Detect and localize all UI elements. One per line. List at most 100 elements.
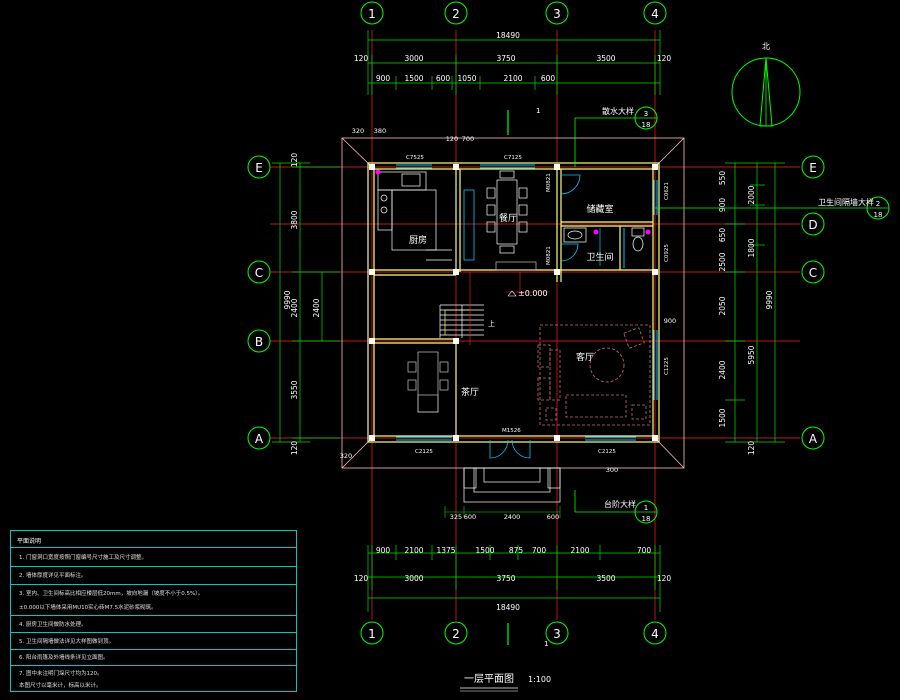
notes-rule xyxy=(11,566,296,567)
dim-bottom-detail-4: 1500 xyxy=(475,546,494,555)
callout-bathroom-wall: 卫生间隔墙大样 2 18 xyxy=(655,196,890,220)
leader-lines xyxy=(469,272,550,345)
opening-c7125: C7125 xyxy=(504,155,522,161)
dim-left-seg-3: 3550 xyxy=(290,380,299,399)
dim-right-outer-650: 650 xyxy=(718,228,727,243)
section-mark-top-label: 1 xyxy=(536,107,540,115)
dimension-lines xyxy=(272,30,785,612)
north-arrow: 北 xyxy=(731,42,801,127)
dim-top-detail-1: 900 xyxy=(376,74,391,83)
level-mark-text: ±0.000 xyxy=(518,289,548,298)
axis-label-row-C: C xyxy=(255,266,263,280)
axis-label-col-2: 2 xyxy=(452,7,460,21)
misc-dim-10: 600 xyxy=(547,513,559,521)
site-boundary xyxy=(341,137,685,469)
callout-bathroom-wall-num: 2 xyxy=(876,200,880,208)
dim-right-total: 9990 xyxy=(765,290,774,309)
section-mark-bottom: 1 xyxy=(507,623,548,648)
notes-item-3: 3. 室内、卫生间标高比相应楼层低20mm，坡向地漏（坡度不小于0.5%）。 xyxy=(19,591,204,597)
dim-top-detail-6: 600 xyxy=(541,74,556,83)
walls xyxy=(367,162,660,443)
callout-steps: 台阶大样 1 18 xyxy=(574,490,658,524)
bathroom-drain-icon-2 xyxy=(645,229,651,235)
misc-dim-6: 300 xyxy=(606,466,618,474)
axis-label-col-2-bottom: 2 xyxy=(452,627,460,641)
axis-label-col-4: 4 xyxy=(651,7,659,21)
dim-left-inner: 2400 xyxy=(312,298,321,317)
bathroom-drain-icon-1 xyxy=(593,229,599,235)
notes-item-3b: ±0.000以下墙体采用MU10实心砖M7.5水泥砂浆砌筑。 xyxy=(19,605,157,611)
callout-bathroom-wall-sheet: 18 xyxy=(874,211,883,219)
dim-bottom-seg-1: 3000 xyxy=(404,574,423,583)
axis-label-col-3: 3 xyxy=(553,7,561,21)
dim-right-seg-3: 2050 xyxy=(718,296,727,315)
kitchen-drain-icon xyxy=(375,169,381,175)
axis-label-col-1-bottom: 1 xyxy=(368,627,376,641)
opening-c0621: C0621 xyxy=(664,182,670,200)
entrance-steps xyxy=(463,467,561,503)
callout-waterproof-sheet: 18 xyxy=(642,121,651,129)
dim-bottom-detail-1: 900 xyxy=(376,546,391,555)
opening-c0925: C0925 xyxy=(664,244,670,262)
room-dining: 餐厅 xyxy=(499,212,517,224)
opening-c2125-left: C2125 xyxy=(415,449,433,455)
misc-dim-2: 380 xyxy=(374,127,386,135)
callout-steps-sheet: 18 xyxy=(642,515,651,523)
axis-label-col-4-bottom: 4 xyxy=(651,627,659,641)
dim-right-outer-550: 550 xyxy=(718,171,727,186)
notes-rule xyxy=(11,615,296,616)
bathroom-fixtures xyxy=(563,227,645,266)
dim-right-seg-5: 1500 xyxy=(718,408,727,427)
dim-bottom-detail-2: 2100 xyxy=(404,546,423,555)
notes-item-7b: 本图尺寸以毫米计，标高以米计。 xyxy=(19,683,102,689)
dim-top-total: 18490 xyxy=(496,31,520,40)
axis-label-row-A: A xyxy=(255,432,264,446)
stair xyxy=(439,304,484,338)
callout-waterproof-num: 3 xyxy=(644,110,648,118)
level-mark: ±0.000 xyxy=(507,289,548,298)
dim-left-seg-2: 2400 xyxy=(290,298,299,317)
dim-right-end: 120 xyxy=(747,441,756,456)
living-room-furniture xyxy=(537,324,651,426)
dim-bottom-total: 18490 xyxy=(496,603,520,612)
kitchen-fixtures xyxy=(377,171,452,261)
column-axis-bubbles xyxy=(360,1,667,645)
dim-top-detail-3: 600 xyxy=(436,74,451,83)
misc-dim-9: 2400 xyxy=(504,513,521,521)
dim-bottom-detail-7: 2100 xyxy=(570,546,589,555)
misc-dim-3: 120 xyxy=(446,135,458,143)
notes-rule xyxy=(11,665,296,666)
dim-bottom-end-right: 120 xyxy=(657,574,672,583)
misc-dim-4: 700 xyxy=(462,135,474,143)
dim-left-small-1: 120 xyxy=(290,153,299,168)
axis-grid xyxy=(270,30,800,620)
axis-label-row-C-right: C xyxy=(809,266,817,280)
section-mark-top: 1 xyxy=(507,107,540,135)
dim-top-seg-3: 3500 xyxy=(596,54,615,63)
dim-top-detail-5: 2100 xyxy=(503,74,522,83)
notes-rule xyxy=(11,649,296,650)
room-storage: 储藏室 xyxy=(586,203,613,215)
dim-right-outer-2500: 2500 xyxy=(718,252,727,271)
notes-item-2: 2. 墙体厚度详见平面标注。 xyxy=(19,573,87,579)
drawing-title-text: 一层平面图 xyxy=(464,673,514,685)
opening-m0821-bath: M0821 xyxy=(546,246,552,265)
callout-steps-num: 1 xyxy=(644,504,648,512)
dim-top-seg-1: 3000 xyxy=(404,54,423,63)
opening-m0821-storage: M0821 xyxy=(546,173,552,192)
tea-room-furniture xyxy=(407,351,449,413)
dim-top-detail-4: 1050 xyxy=(457,74,476,83)
dim-top-seg-2: 3750 xyxy=(496,54,515,63)
axis-label-row-D-right: D xyxy=(808,218,817,232)
callout-steps-label: 台阶大样 xyxy=(604,499,636,509)
axis-label-row-A-right: A xyxy=(809,432,818,446)
opening-m1526: M1526 xyxy=(502,428,521,434)
stair-up-label: 上 xyxy=(488,319,495,328)
notes-rule xyxy=(11,584,296,585)
dim-bottom-detail-6: 700 xyxy=(532,546,547,555)
dim-left-small-2: 120 xyxy=(290,441,299,456)
windows xyxy=(396,164,658,441)
notes-rule xyxy=(11,632,296,633)
callout-waterproof: 散水大样 3 18 xyxy=(574,106,658,167)
